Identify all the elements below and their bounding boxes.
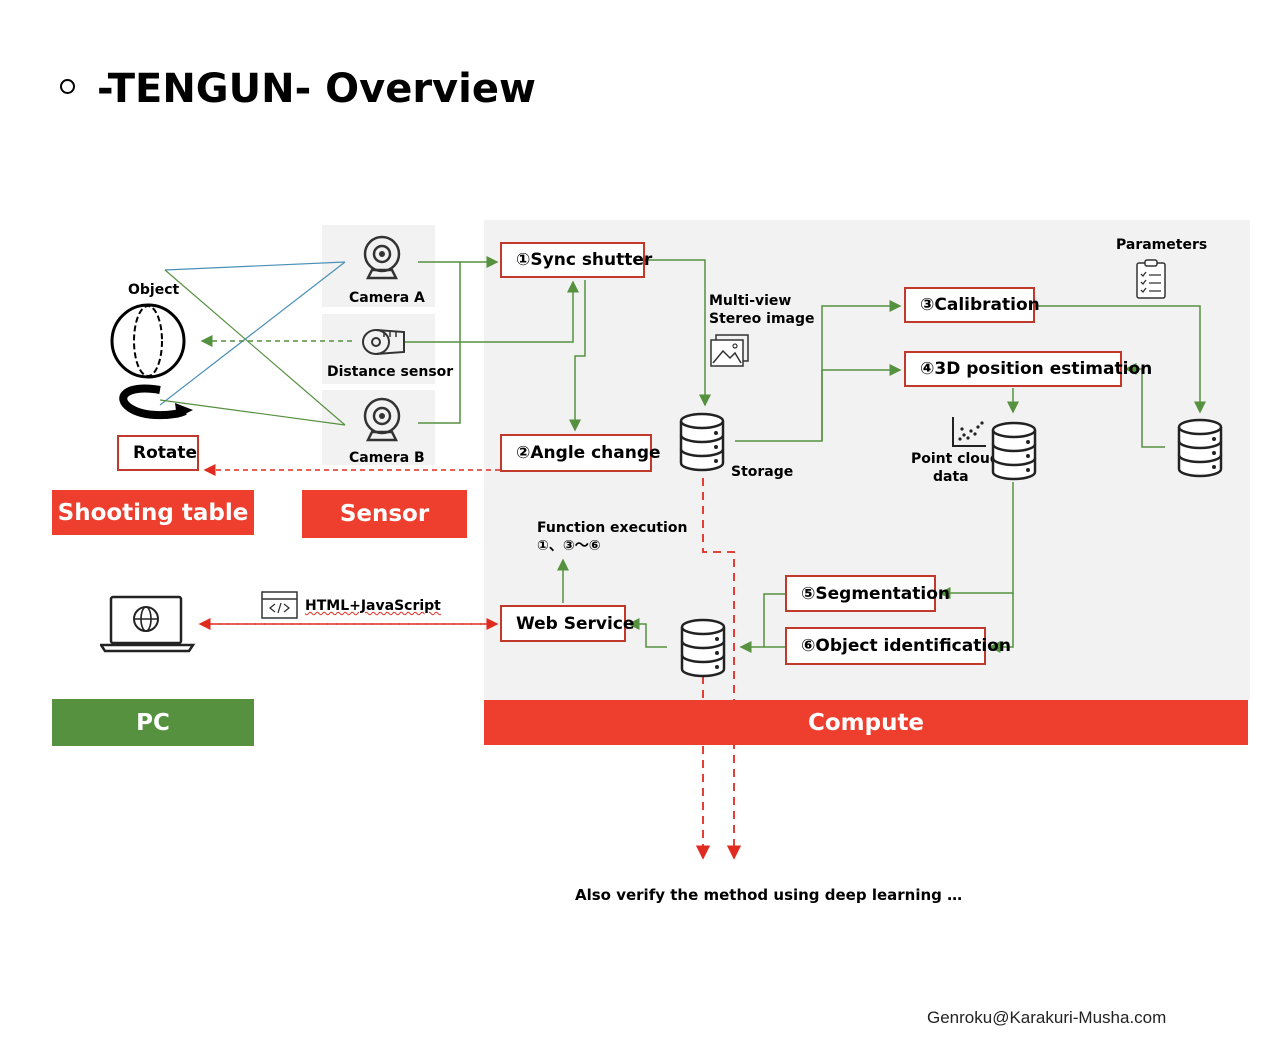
function-execution-label: Function execution bbox=[537, 520, 688, 536]
rotate-box: Rotate bbox=[117, 435, 199, 471]
position-estimation-box: ④3D position estimation bbox=[904, 351, 1152, 387]
shooting-table-text: Shooting table bbox=[57, 499, 249, 526]
angle-change-box: ②Angle change bbox=[500, 434, 661, 472]
image-icon bbox=[710, 334, 749, 367]
storage-label: Storage bbox=[731, 464, 794, 480]
clipboard-icon bbox=[1136, 259, 1166, 299]
deep-learning-note: Also verify the method using deep learni… bbox=[575, 886, 963, 904]
camera-b-panel bbox=[322, 390, 435, 465]
multiview-label: Multi-view bbox=[709, 293, 792, 309]
sphere-icon bbox=[110, 303, 193, 420]
code-window-icon bbox=[261, 591, 298, 619]
sensor-banner: Sensor bbox=[302, 490, 467, 538]
point-cloud-label: Point cloud bbox=[911, 451, 1000, 467]
measuring-tape-icon bbox=[362, 329, 405, 355]
pc-text: PC bbox=[136, 709, 170, 736]
object-identification-box: ⑥Object identification bbox=[785, 627, 1011, 665]
sync-shutter-box: ①Sync shutter bbox=[500, 242, 652, 278]
laptop-globe-icon bbox=[100, 595, 196, 653]
compute-banner: Compute bbox=[484, 700, 1248, 745]
database-icon bbox=[991, 421, 1037, 481]
point-cloud-data-label: data bbox=[933, 469, 969, 485]
segmentation-label: ⑤Segmentation bbox=[801, 583, 951, 604]
scatter-plot-icon bbox=[952, 417, 986, 447]
shooting-table-banner: Shooting table bbox=[52, 490, 254, 535]
webcam-icon bbox=[363, 235, 401, 280]
database-icon bbox=[679, 412, 725, 472]
distance-sensor-label: Distance sensor bbox=[327, 364, 454, 380]
database-icon bbox=[680, 618, 726, 678]
sensor-text: Sensor bbox=[339, 501, 430, 527]
html-js-label: HTML+JavaScript bbox=[305, 598, 441, 614]
angle-change-label: ②Angle change bbox=[516, 443, 661, 463]
calibration-label: ③Calibration bbox=[920, 295, 1040, 315]
camera-a-panel bbox=[322, 225, 435, 307]
footer-email: Genroku@Karakuri-Musha.com bbox=[927, 1008, 1167, 1027]
bullet-icon bbox=[60, 79, 75, 94]
compute-text: Compute bbox=[807, 709, 925, 736]
segmentation-box: ⑤Segmentation bbox=[785, 575, 950, 612]
web-service-label: Web Service bbox=[516, 613, 635, 634]
web-service-box: Web Service bbox=[500, 605, 634, 642]
pc-banner: PC bbox=[52, 699, 254, 746]
stereo-image-label: Stereo image bbox=[709, 311, 815, 327]
position-estimation-label: ④3D position estimation bbox=[920, 359, 1153, 379]
camera-a-label: Camera A bbox=[349, 290, 425, 306]
object-label: Object bbox=[128, 282, 180, 298]
distance-sensor-panel bbox=[322, 314, 435, 384]
function-execution-steps: ①、③～⑥ bbox=[537, 538, 601, 554]
camera-b-label: Camera B bbox=[349, 450, 425, 466]
database-icon bbox=[1177, 418, 1223, 478]
webcam-icon bbox=[363, 397, 401, 442]
object-identification-label: ⑥Object identification bbox=[801, 636, 1011, 656]
title-text: -TENGUN- Overview bbox=[97, 66, 536, 112]
sync-shutter-label: ①Sync shutter bbox=[516, 250, 653, 270]
calibration-box: ③Calibration bbox=[904, 287, 1040, 323]
rotate-label: Rotate bbox=[133, 443, 198, 463]
page-title: -TENGUN- Overview bbox=[60, 66, 536, 112]
parameters-label: Parameters bbox=[1116, 237, 1208, 253]
